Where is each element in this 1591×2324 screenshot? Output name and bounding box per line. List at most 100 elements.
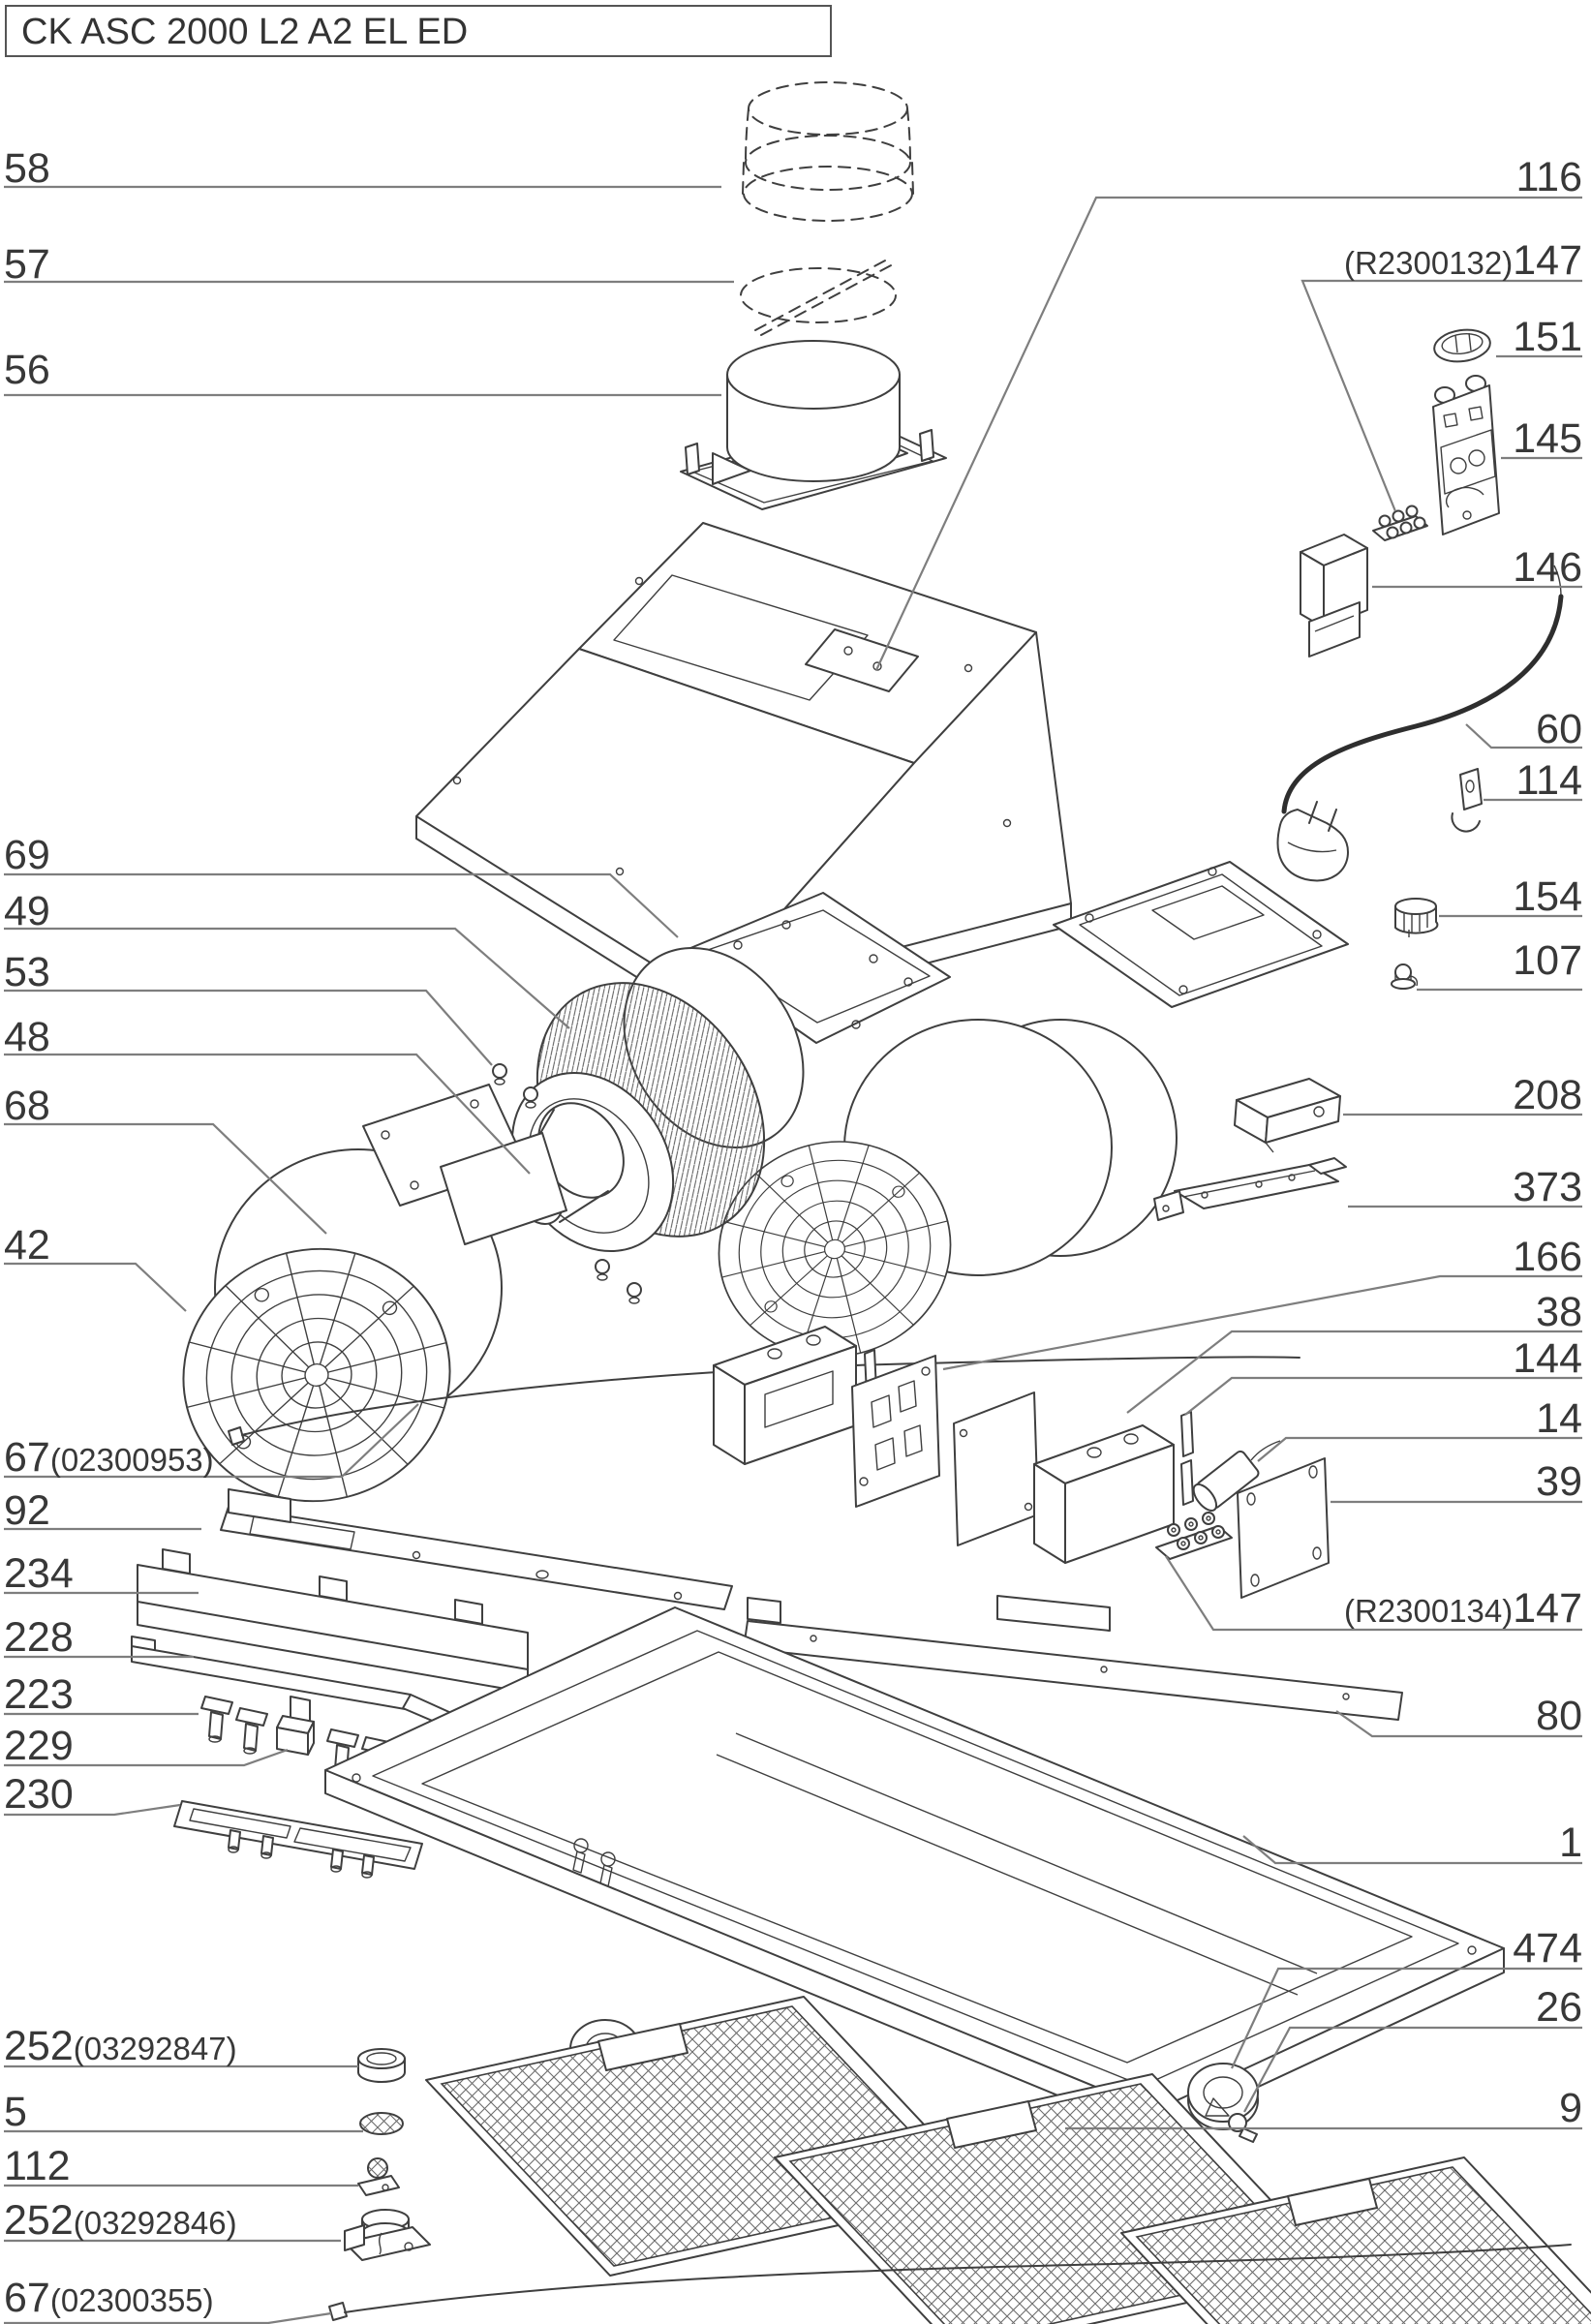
bracket-373	[1153, 1157, 1347, 1221]
part-label-147-37: (R2300134)147	[1165, 1555, 1582, 1632]
svg-text:166: 166	[1513, 1234, 1582, 1280]
svg-text:(R2300132)147: (R2300132)147	[1344, 237, 1582, 284]
svg-text:48: 48	[4, 1014, 50, 1060]
part-label-38-33: 38	[1126, 1289, 1582, 1414]
svg-text:5: 5	[4, 2089, 27, 2135]
covers-144	[1180, 1411, 1194, 1506]
mounting-frame-right	[1053, 861, 1349, 1008]
part-label-60-26: 60	[1465, 706, 1582, 752]
svg-text:107: 107	[1513, 937, 1582, 984]
terminal-block-147a	[1372, 505, 1428, 541]
control-unit-145	[1432, 375, 1500, 535]
part-label-14-35: 14	[1257, 1395, 1582, 1462]
part-label-151-23: 151	[1496, 314, 1582, 360]
part-label-114-27: 114	[1484, 757, 1582, 804]
svg-text:60: 60	[1536, 706, 1582, 752]
part-label-9-42: 9	[1065, 2085, 1582, 2131]
lamp-112	[357, 2157, 400, 2196]
lamp-bulb-26-b	[1228, 2113, 1258, 2143]
pcb-cover-panel	[953, 1391, 1039, 1546]
part-label-26-41: 26	[1243, 1984, 1582, 2113]
svg-text:67(02300355): 67(02300355)	[4, 2275, 214, 2321]
part-label-107-29: 107	[1417, 937, 1582, 992]
svg-text:116: 116	[1515, 154, 1582, 200]
pcb-39-board	[1237, 1457, 1330, 1599]
svg-text:1: 1	[1559, 1819, 1582, 1866]
svg-text:229: 229	[4, 1723, 74, 1769]
part-label-58-0: 58	[4, 145, 721, 192]
part-label-116-21: 116	[875, 154, 1582, 671]
svg-text:252(03292847): 252(03292847)	[4, 2023, 237, 2069]
lens-disc-5	[359, 2112, 404, 2135]
part-label-146-25: 146	[1372, 544, 1582, 591]
part-label-42-8: 42	[4, 1222, 187, 1312]
svg-text:151: 151	[1513, 314, 1582, 360]
switch-support-230	[173, 1800, 423, 1879]
svg-text:373: 373	[1513, 1164, 1582, 1210]
part-label-48-6: 48	[4, 1014, 531, 1175]
part-label-53-5: 53	[4, 949, 493, 1066]
part-label-5-17: 5	[4, 2089, 363, 2135]
part-label-67-20: 67(02300355)	[4, 2275, 332, 2324]
svg-text:144: 144	[1513, 1335, 1582, 1382]
part-label-234-11: 234	[4, 1550, 199, 1597]
ring-252a	[357, 2048, 406, 2083]
page-title: CK ASC 2000 L2 A2 EL ED	[21, 12, 468, 52]
lamp-bezel-474-b	[1187, 2063, 1259, 2130]
part-label-145-24: 145	[1501, 415, 1582, 462]
svg-text:80: 80	[1536, 1693, 1582, 1739]
capacitor-14	[1192, 1440, 1281, 1513]
part-label-229-14: 229	[4, 1723, 289, 1769]
duct-extension-58	[742, 81, 914, 222]
pcb-38-board	[851, 1355, 940, 1508]
svg-text:42: 42	[4, 1222, 50, 1269]
title-box: CK ASC 2000 L2 A2 EL ED	[5, 5, 832, 57]
housing-166	[713, 1326, 857, 1465]
svg-text:38: 38	[1536, 1289, 1582, 1335]
part-label-474-40: 474	[1231, 1925, 1582, 2069]
svg-text:234: 234	[4, 1550, 74, 1597]
lampholder-252b	[344, 2209, 431, 2261]
part-label-49-4: 49	[4, 888, 570, 1029]
svg-text:474: 474	[1513, 1925, 1582, 1972]
channel-234	[137, 1548, 529, 1694]
part-label-166-32: 166	[942, 1234, 1582, 1371]
duct-collar-56	[680, 340, 947, 510]
part-label-154-28: 154	[1439, 873, 1582, 920]
svg-text:57: 57	[4, 241, 50, 288]
part-label-1-39: 1	[1242, 1819, 1582, 1866]
labels-layer: 58575669495348684267(02300953)9223422822…	[4, 145, 1582, 2324]
wire-67-lower	[328, 2244, 1572, 2321]
power-cord-60	[1276, 565, 1564, 882]
cable-clamp-114	[1451, 768, 1483, 833]
svg-text:146: 146	[1513, 544, 1582, 591]
part-label-373-31: 373	[1348, 1164, 1582, 1210]
part-label-147-22: (R2300132)147	[1300, 237, 1582, 512]
part-label-67-9: 67(02300953)	[4, 1403, 419, 1481]
grommets-53	[492, 1063, 538, 1109]
drawing-layer	[131, 81, 1591, 2324]
part-label-112-18: 112	[4, 2143, 358, 2189]
part-label-230-15: 230	[4, 1771, 181, 1818]
svg-text:252(03292846): 252(03292846)	[4, 2197, 237, 2244]
keypad-151	[1433, 328, 1491, 363]
svg-text:67(02300953): 67(02300953)	[4, 1434, 214, 1481]
strain-bushing-154	[1394, 898, 1439, 937]
svg-text:58: 58	[4, 145, 50, 192]
svg-text:114: 114	[1515, 757, 1582, 804]
svg-text:9: 9	[1559, 2085, 1582, 2131]
bracket-92	[220, 1488, 733, 1610]
transformer-box-146	[1300, 534, 1368, 657]
svg-text:68: 68	[4, 1083, 50, 1129]
part-label-69-3: 69	[4, 832, 679, 938]
part-label-56-2: 56	[4, 347, 721, 397]
svg-text:49: 49	[4, 888, 50, 934]
svg-text:145: 145	[1513, 415, 1582, 462]
svg-text:56: 56	[4, 347, 50, 393]
part-label-39-36: 39	[1331, 1458, 1582, 1505]
grommets-lower	[595, 1259, 642, 1304]
button-229	[276, 1715, 315, 1756]
cover-plate-116	[805, 628, 919, 692]
part-label-80-38: 80	[1335, 1693, 1582, 1739]
